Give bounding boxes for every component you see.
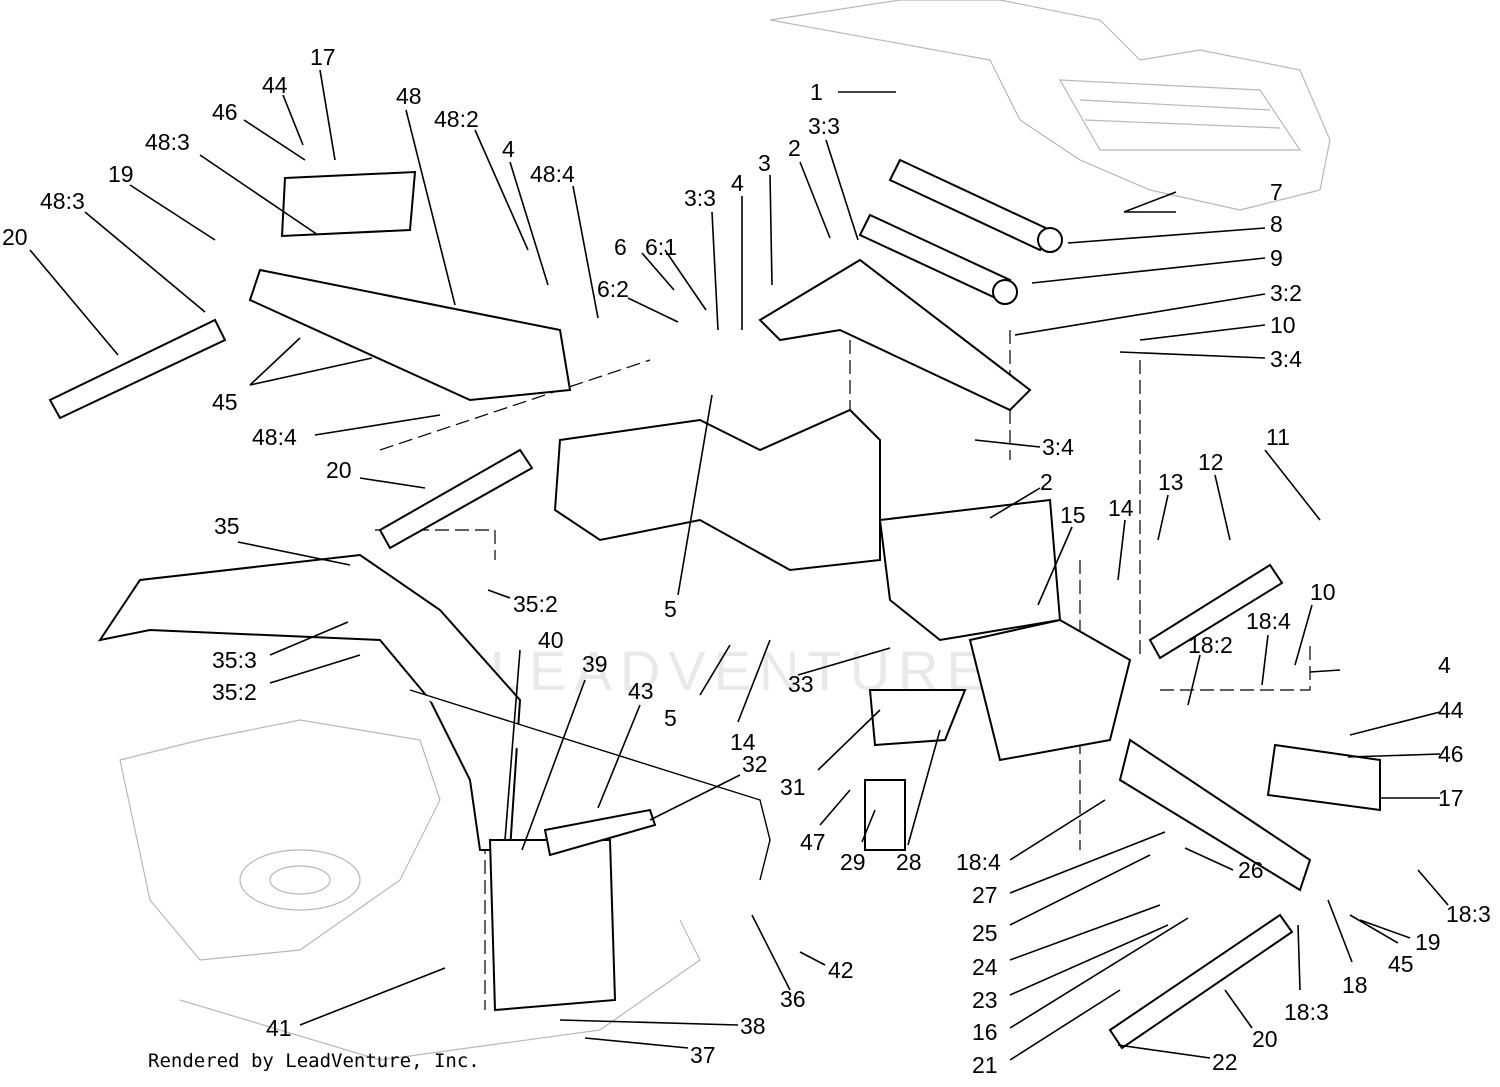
callout-27: 27 (972, 882, 998, 908)
callout-48-4-b: 48:4 (252, 424, 297, 450)
callout-22: 22 (1212, 1049, 1238, 1075)
callout-9: 9 (1270, 245, 1283, 271)
callout-31: 31 (780, 774, 806, 800)
callout-48: 48 (396, 83, 422, 109)
callout-19-a: 19 (108, 161, 134, 187)
callout-20-c: 20 (1252, 1026, 1278, 1052)
callout-46: 46 (212, 99, 238, 125)
callout-3-3-b: 3:3 (684, 185, 716, 211)
callout-20-b: 20 (326, 457, 352, 483)
callout-6-1: 6:1 (645, 234, 677, 260)
callout-35-2-b: 35:2 (212, 679, 257, 705)
callout-28: 28 (896, 849, 922, 875)
callout-18-3-b: 18:3 (1284, 999, 1329, 1025)
callout-44-b: 44 (1438, 697, 1464, 723)
callout-23: 23 (972, 987, 998, 1013)
callout-5-b: 5 (664, 705, 677, 731)
callout-32: 32 (742, 751, 768, 777)
callout-3-4-a: 3:4 (1270, 346, 1302, 372)
callout-4-c: 4 (1438, 652, 1451, 678)
callout-29: 29 (840, 849, 866, 875)
callout-44: 44 (262, 72, 288, 98)
callout-42: 42 (828, 957, 854, 983)
callout-43: 43 (628, 678, 654, 704)
callout-3-2: 3:2 (1270, 280, 1302, 306)
callout-4-b: 4 (731, 170, 744, 196)
callout-3: 3 (758, 150, 771, 176)
callout-47: 47 (800, 829, 826, 855)
callout-6: 6 (614, 234, 627, 260)
callout-5-a: 5 (664, 596, 677, 622)
background-context (119, 0, 1331, 1061)
callout-48-3-b: 48:3 (40, 188, 85, 214)
callout-18: 18 (1342, 972, 1368, 998)
callout-26: 26 (1238, 857, 1264, 883)
footer-credit: Rendered by LeadVenture, Inc. (148, 1050, 480, 1072)
callout-18-2: 18:2 (1188, 632, 1233, 658)
callout-14-b: 14 (730, 729, 756, 755)
callout-45-a: 45 (212, 389, 238, 415)
callouts: 17 44 46 48 48:3 48:2 4 48:4 19 48:3 20 … (2, 44, 1491, 1078)
callout-4-a: 4 (502, 136, 515, 162)
callout-37: 37 (690, 1042, 716, 1068)
callout-2-b: 2 (1040, 469, 1053, 495)
callout-8: 8 (1270, 211, 1283, 237)
callout-10-b: 10 (1310, 579, 1336, 605)
callout-33: 33 (788, 671, 814, 697)
callout-11: 11 (1266, 424, 1290, 450)
callout-14-a: 14 (1108, 495, 1134, 521)
callout-24: 24 (972, 954, 998, 980)
callout-10-a: 10 (1270, 312, 1296, 338)
callout-46-b: 46 (1438, 741, 1464, 767)
callout-35: 35 (214, 513, 240, 539)
callout-3-4-b: 3:4 (1042, 434, 1074, 460)
callout-2-a: 2 (788, 135, 801, 161)
callout-35-3: 35:3 (212, 647, 257, 673)
callout-41: 41 (266, 1015, 292, 1041)
callout-35-2-a: 35:2 (513, 591, 558, 617)
callout-48-4-a: 48:4 (530, 161, 575, 187)
callout-40: 40 (538, 627, 564, 653)
callout-16: 16 (972, 1019, 998, 1045)
callout-19-b: 19 (1415, 929, 1441, 955)
callout-13: 13 (1158, 469, 1184, 495)
callout-7: 7 (1270, 179, 1283, 205)
callout-18-4-b: 18:4 (956, 849, 1001, 875)
callout-25: 25 (972, 920, 998, 946)
callout-17: 17 (310, 44, 336, 70)
callout-15: 15 (1060, 502, 1086, 528)
callout-45-b: 45 (1388, 951, 1414, 977)
callout-17-b: 17 (1438, 785, 1464, 811)
callout-39: 39 (582, 651, 608, 677)
callout-48-3-a: 48:3 (145, 129, 190, 155)
callout-6-2: 6:2 (597, 276, 629, 302)
callout-1: 1 (810, 79, 823, 105)
parts (48, 158, 1381, 1050)
callout-18-3-a: 18:3 (1446, 901, 1491, 927)
callout-20-a: 20 (2, 224, 28, 250)
callout-3-3-a: 3:3 (808, 113, 840, 139)
callout-12: 12 (1198, 449, 1224, 475)
callout-21: 21 (972, 1052, 998, 1078)
callout-36: 36 (780, 986, 806, 1012)
callout-48-2: 48:2 (434, 106, 479, 132)
callout-18-4-a: 18:4 (1246, 608, 1291, 634)
callout-38: 38 (740, 1013, 766, 1039)
